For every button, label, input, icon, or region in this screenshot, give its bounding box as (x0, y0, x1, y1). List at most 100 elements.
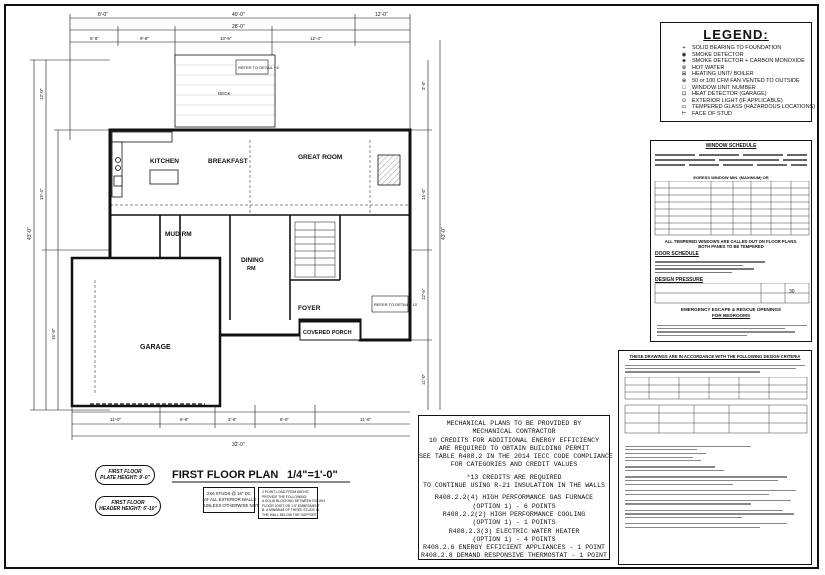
top-dimension-lines (69, 14, 411, 140)
fireplace (377, 154, 401, 186)
design-pressure-title: DESIGN PRESSURE (655, 277, 704, 283)
legend-item-label: FACE OF STUD (692, 111, 733, 117)
deck-boards (175, 64, 275, 116)
header-height-line-1: FIRST FLOOR (111, 500, 145, 506)
detail-ref-10: REFER TO DETAIL * 10 (374, 302, 418, 307)
heat-detector-icon: ⊡ (681, 91, 687, 98)
energy-note-line: R408.2.3(3) ELECTRIC WATER HEATER (448, 527, 580, 535)
dim-top-overall: 40'-0" (232, 12, 245, 18)
cross-icon: + (682, 45, 686, 51)
stairs (294, 221, 336, 278)
plate-height-text: FIRST FLOOR PLATE HEIGHT: 9'-0" (96, 469, 154, 481)
smoke-detector-icon: ◉ (681, 51, 687, 58)
legend-item: ⊡HEAT DETECTOR (GARAGE) (679, 91, 767, 97)
energy-note-line: *13 CREDITS ARE REQUIRED (466, 473, 562, 481)
heating-unit-icon: ⊞ (681, 71, 687, 78)
room-great-room: GREAT ROOM (298, 154, 342, 161)
dim-bottom-sub-5: 11'-6" (360, 417, 372, 422)
tempered-note-line-1: ALL TEMPERED WINDOWS ARE CALLED OUT ON F… (664, 239, 798, 244)
dim-bottom-overall: 32'-0" (232, 442, 245, 448)
dim-bottom-sub-3: 3'-6" (228, 417, 237, 422)
design-criteria-title: THESE DRAWINGS ARE IN ACCORDANCE WITH TH… (629, 354, 801, 359)
point-load-note-text: 2 POINT LOAD FROM ABOVE. PROVIDE THE FOL… (262, 490, 325, 518)
energy-note-line: R408.2.8 DEMAND RESPONSIVE THERMOSTAT - … (421, 552, 607, 560)
dim-top-sub-1: 5'-6" (90, 36, 99, 41)
design-criteria-box: THESE DRAWINGS ARE IN ACCORDANCE WITH TH… (618, 350, 812, 565)
plate-height-line-2: PLATE HEIGHT: 9'-0" (100, 475, 150, 481)
dim-top-mid: 28'-0" (232, 24, 245, 30)
room-dining-sub: RM (247, 266, 256, 272)
energy-note-line: (OPTION 1) - 1 POINTS (472, 519, 556, 527)
window-schedule-table (654, 181, 810, 236)
energy-note-line: MECHANICAL PLANS TO BE PROVIDED BY (446, 420, 582, 427)
dim-bottom-sub-2: 5'-9" (180, 417, 189, 422)
tempered-note-line-2: BOTH PANES TO BE TEMPERED (698, 244, 764, 249)
legend-item-label: HEATING UNIT/ BOILER (692, 71, 754, 78)
plate-height-bubble: FIRST FLOOR PLATE HEIGHT: 9'-0" (95, 465, 155, 485)
dim-top-right: 12'-0" (375, 12, 388, 18)
point-load-line-3: A SOLID BLOCKING BETWEEN ROUGH (262, 499, 325, 504)
plate-height-line-1: FIRST FLOOR (108, 469, 142, 475)
legend-item-label: EXTERIOR LIGHT (IF APPLICABLE) (692, 97, 783, 104)
detail-ref-10-box (371, 295, 409, 313)
face-of-stud-icon: ⊢ (681, 111, 687, 117)
dim-top-sub-4: 12'-4" (310, 36, 322, 41)
hot-water-icon: ⊗ (681, 64, 687, 71)
kitchen-counters (111, 131, 179, 198)
room-covered-porch: COVERED PORCH (303, 330, 352, 336)
design-criteria-notes (625, 443, 805, 531)
design-criteria-table (624, 377, 808, 434)
energy-note-line: (OPTION 1) - 4 POINTS (472, 535, 556, 543)
legend-item: ◉SMOKE DETECTOR (679, 52, 744, 58)
wall-note-line-3: UNLESS OTHERWISE NOTED (204, 503, 265, 508)
legend-item: ⊙ EXTERIOR LIGHT (IF APPLICABLE) (679, 98, 783, 104)
point-load-line-4: FLOOR JOIST OR 1.5" EMBEDMENT (262, 503, 320, 508)
design-pressure-value: 30 (789, 289, 795, 295)
legend-item: ◈ SMOKE DETECTOR + CARBON MONOXIDE (679, 58, 805, 64)
energy-note-line: SEE TABLE R408.2 IN THE 2014 IECC CODE C… (419, 453, 613, 461)
legend-item: ⊢ FACE OF STUD (679, 111, 732, 117)
exterior-light-icon: ⊙ (681, 97, 687, 104)
door-schedule-title: DOOR SCHEDULE (655, 251, 699, 257)
schedule-box: WINDOW SCHEDULE EGRESS WINDOW MIN. (MAXI… (650, 140, 812, 342)
left-dimension-lines (30, 59, 110, 411)
dim-bottom-sub-1: 11'-0" (110, 417, 122, 422)
energy-note-line: MECHANICAL CONTRACTOR (472, 428, 556, 436)
right-dimension-lines (410, 40, 441, 410)
point-load-line-5: B. A MINIMUM OF THREE STUDS IN (262, 508, 320, 513)
legend-item-label: SMOKE DETECTOR + CARBON MONOXIDE (692, 58, 805, 65)
dim-right-sub-4: 11'-0" (421, 373, 426, 385)
legend-item: ⊞ HEATING UNIT/ BOILER (679, 71, 754, 77)
dim-right-overall: 43'-0" (441, 227, 447, 240)
dim-left-sub-3: 15'-8" (51, 328, 56, 340)
energy-note-line: FOR CATEGORIES AND CREDIT VALUES (450, 461, 578, 469)
emergency-notes (657, 323, 807, 338)
point-load-line-2: PROVIDE THE FOLLOWING: (262, 494, 308, 499)
emergency-title: EMERGENCY ESCAPE & RESCUE OPENINGS FOR B… (651, 307, 811, 319)
tempered-note: ALL TEMPERED WINDOWS ARE CALLED OUT ON F… (655, 239, 807, 249)
emergency-line-2: FOR BEDROOMS (711, 313, 751, 318)
legend-item: ▭TEMPERED GLASS (HAZARDOUS LOCATIONS) (679, 104, 815, 110)
covered-porch-outline (299, 321, 361, 341)
point-load-line-1: 2 POINT LOAD FROM ABOVE. (262, 490, 310, 494)
window-schedule-notes (655, 151, 807, 169)
dim-right-sub-1: 3'-0" (421, 81, 426, 90)
fan-icon: ⊕ (681, 78, 687, 84)
smoke-co-detector-icon: ◈ (681, 58, 687, 65)
emergency-line-1: EMERGENCY ESCAPE & RESCUE OPENINGS (680, 307, 782, 312)
legend-title: LEGEND: (703, 27, 769, 42)
energy-note-line: R408.2.2(4) HIGH PERFORMANCE GAS FURNACE (434, 494, 594, 502)
energy-note-line: R408.2.2(2) HIGH PERFORMANCE COOLING (442, 510, 586, 518)
room-garage: GARAGE (140, 344, 171, 351)
garage-walls (70, 256, 222, 408)
point-load-note-box: 2 POINT LOAD FROM ABOVE. PROVIDE THE FOL… (258, 487, 325, 519)
drawing-sheet-border (4, 4, 819, 569)
energy-note-line: R408.2.6 ENERGY EFFICIENT APPLIANCES - 1… (422, 544, 606, 552)
interior-walls (110, 214, 410, 320)
egress-title: EGRESS WINDOW MIN. (MAXIMUM) OR (693, 175, 769, 180)
header-height-line-2: HEADER HEIGHT: 6'-10" (99, 506, 157, 512)
point-load-line-6: THE WALL BELOW THE SUPPORT (262, 512, 317, 517)
energy-note-line: (OPTION 1) - 6 POINTS (472, 502, 556, 510)
energy-note-line: ARE REQUIRED TO OBTAIN BUILDING PERMIT (438, 444, 590, 452)
